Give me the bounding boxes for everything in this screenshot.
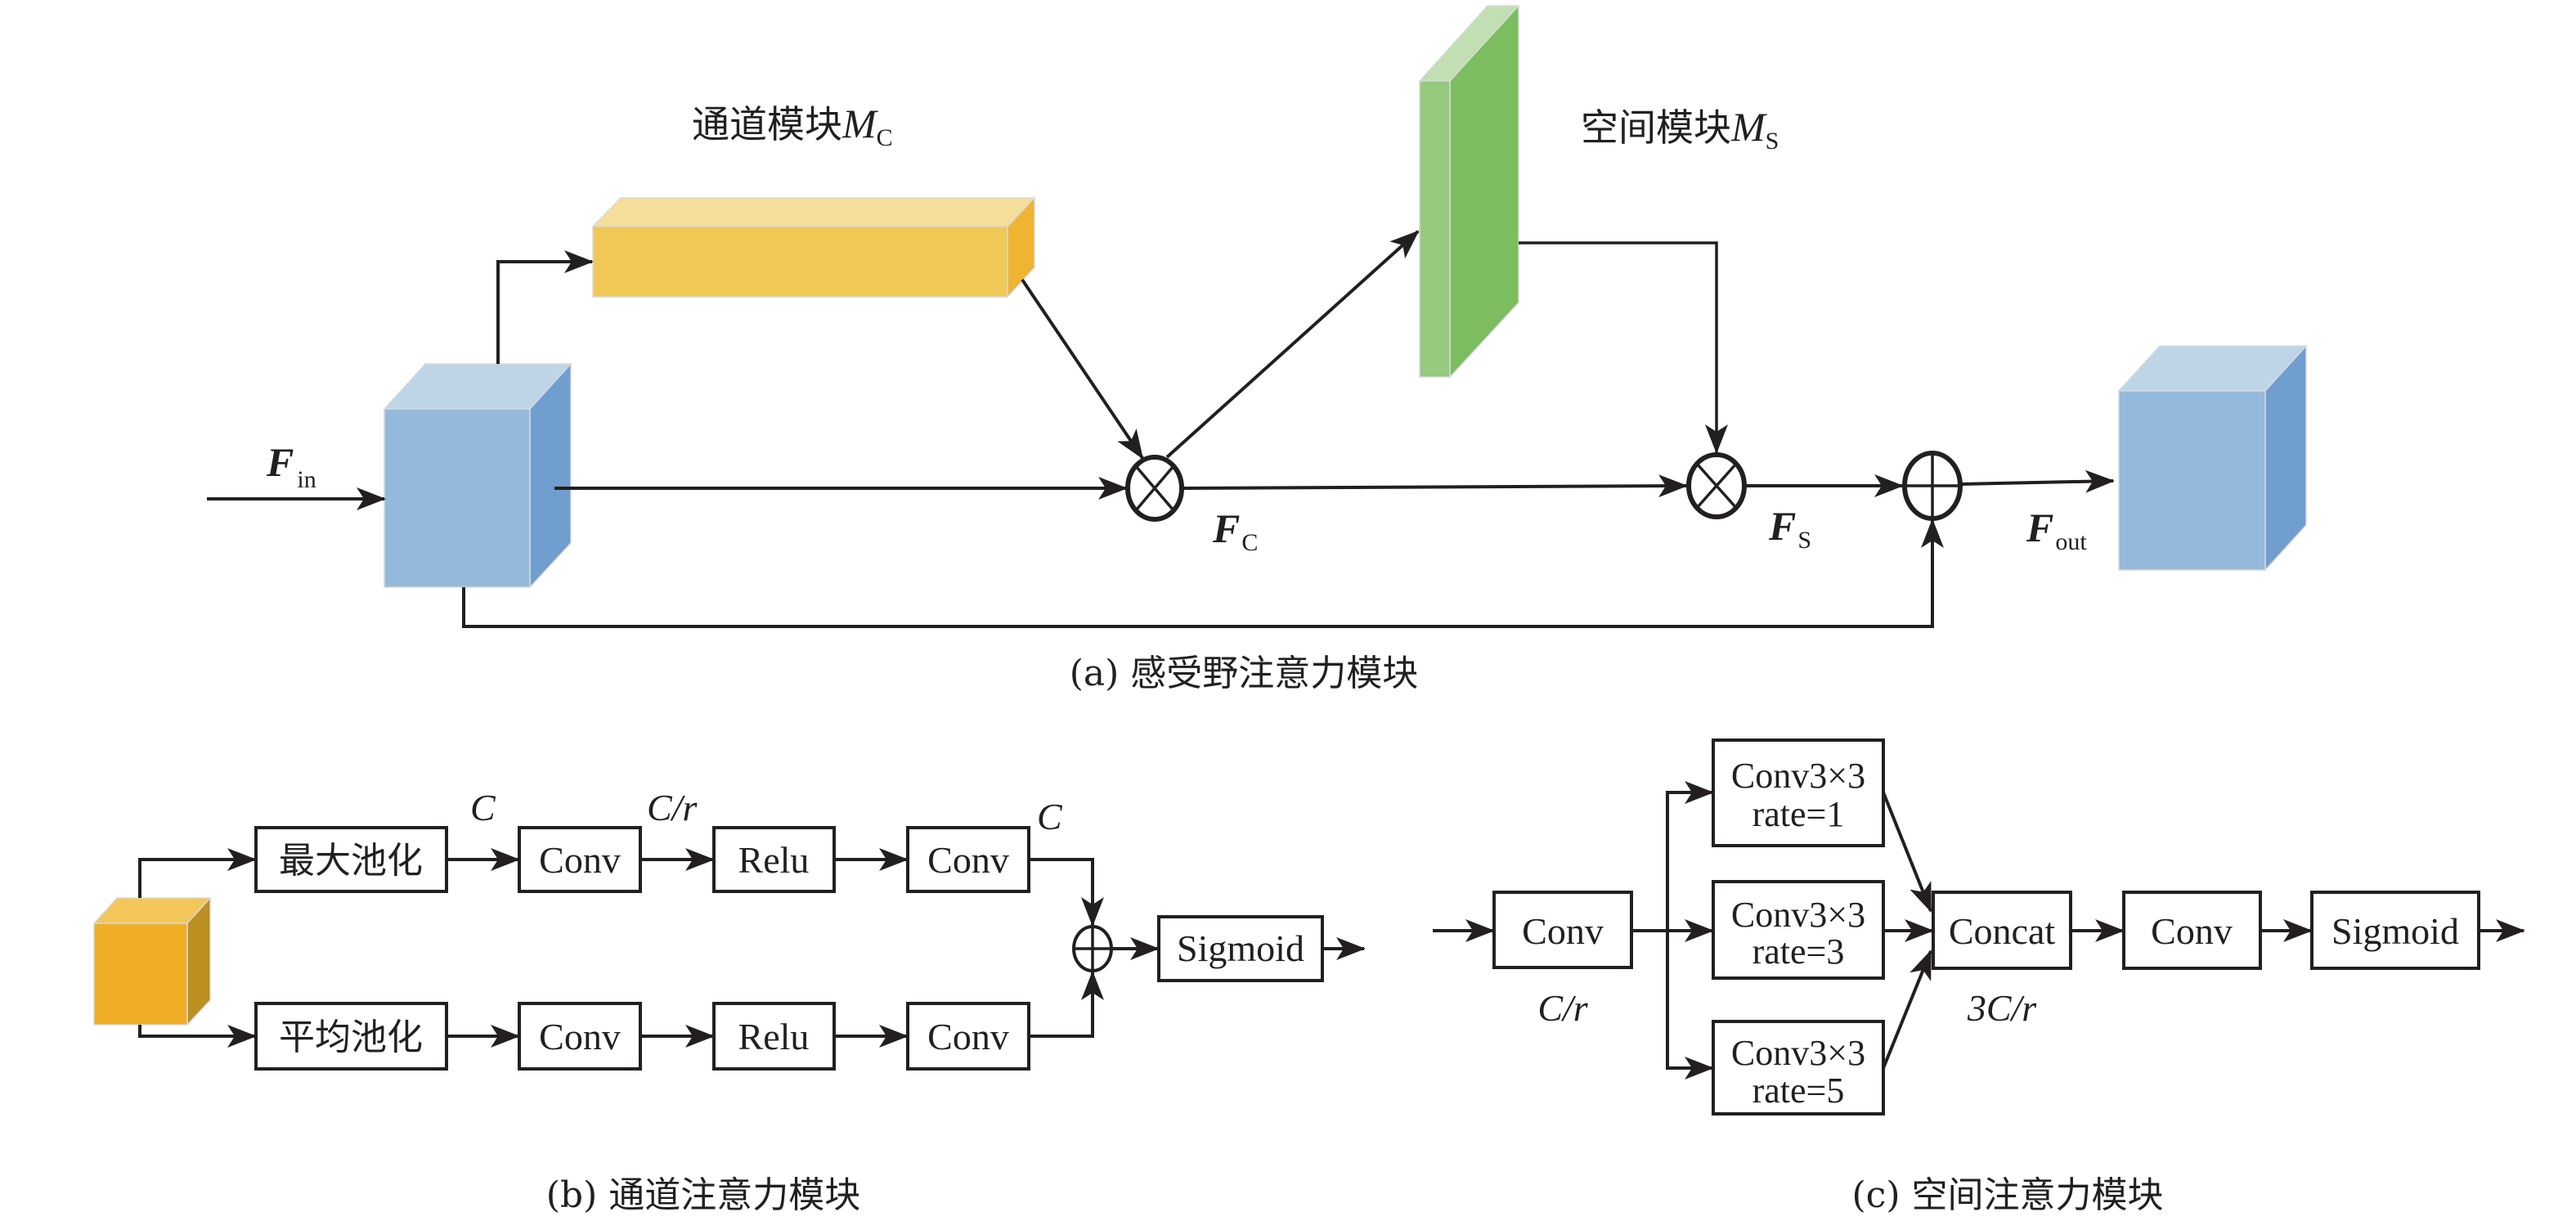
line-fc xyxy=(1183,474,1688,498)
multiply-operator-1 xyxy=(1125,455,1184,522)
relu-box-bottom xyxy=(712,1002,836,1071)
arrow-to-avg-pool xyxy=(138,1025,257,1048)
sigmoid-box xyxy=(2310,891,2480,970)
channel-module-bar xyxy=(591,196,1036,299)
conv-label: Conv xyxy=(539,1016,621,1057)
spatial-module-plate xyxy=(1418,4,1520,379)
conv-box-top-2 xyxy=(906,826,1030,893)
arrow-to-branch-3 xyxy=(1666,931,1714,1080)
arrow-to-max-pool xyxy=(138,848,257,898)
panel-b: 最大池化 Conv Relu Conv 平均池化 Conv Relu Conv … xyxy=(92,787,1366,1216)
dim-c-1: C xyxy=(470,787,496,828)
add-operator xyxy=(1902,451,1963,521)
f-c-label: FC xyxy=(1212,505,1258,556)
concat-box xyxy=(1932,891,2072,970)
spatial-module-label: 空间模块MS xyxy=(1581,104,1779,155)
caption-b: (b) 通道注意力模块 xyxy=(546,1174,860,1216)
add-operator xyxy=(1072,925,1113,972)
bar-front-face xyxy=(592,226,1008,298)
branch-line2: rate=3 xyxy=(1752,931,1845,972)
branch-line2: rate=1 xyxy=(1752,794,1845,834)
conv-box-bottom-2 xyxy=(906,1002,1030,1071)
arrow-channel-to-mult1 xyxy=(1021,278,1144,460)
concat-label: Concat xyxy=(1949,910,2056,952)
plate-front-face xyxy=(1419,80,1451,378)
conv-label: Conv xyxy=(1522,910,1604,952)
line-fout xyxy=(1960,469,2115,493)
input-feature-cube xyxy=(383,362,572,589)
branch-line2: rate=5 xyxy=(1752,1071,1845,1111)
cube-front-face xyxy=(93,922,188,1026)
conv-label: Conv xyxy=(927,839,1009,881)
arrow-spatial-to-mult2 xyxy=(1519,241,1728,454)
residual-loop xyxy=(462,518,1944,628)
panel-c: Conv C/r Conv3×3 rate=1 Conv3×3 rate=3 C… xyxy=(1433,738,2525,1216)
bar-top-face xyxy=(591,197,1036,227)
max-pool-label: 最大池化 xyxy=(279,840,423,882)
branch-line1: Conv3×3 xyxy=(1731,756,1865,796)
relu-label: Relu xyxy=(738,1016,810,1057)
avg-pool-box xyxy=(254,1002,448,1071)
arrow-branch-1-to-concat xyxy=(1882,792,1932,913)
conv-box-top-1 xyxy=(518,826,642,893)
multiply-operator-2 xyxy=(1686,452,1747,519)
arrow-to-channel-module xyxy=(496,250,594,364)
branch-line1: Conv3×3 xyxy=(1731,895,1865,935)
conv-box-input xyxy=(1492,891,1633,969)
relu-label: Relu xyxy=(738,839,810,881)
relu-box-top xyxy=(712,826,836,893)
arrow-branch-3-to-concat xyxy=(1882,949,1932,1069)
f-s-label: FS xyxy=(1768,503,1811,554)
caption-a: (a) 感受野注意力模块 xyxy=(1070,653,1419,694)
f-out-label: Fout xyxy=(2026,505,2087,555)
conv-label: Conv xyxy=(927,1016,1009,1057)
arrow-bottom-to-add xyxy=(1029,971,1104,1038)
dim-3c-over-r: 3C/r xyxy=(1967,987,2037,1029)
conv-label: Conv xyxy=(539,839,621,881)
dim-c-over-r: C/r xyxy=(1537,987,1588,1029)
sigmoid-label: Sigmoid xyxy=(1177,927,1304,969)
channel-module-label: 通道模块MC xyxy=(692,101,893,151)
sigmoid-box xyxy=(1157,915,1324,982)
dim-c-over-r: C/r xyxy=(647,787,698,828)
dim-c-2: C xyxy=(1037,796,1063,837)
dilated-conv-box-rate-3 xyxy=(1712,880,1885,980)
caption-c: (c) 空间注意力模块 xyxy=(1852,1174,2164,1216)
conv-label: Conv xyxy=(2151,910,2233,952)
output-feature-cube xyxy=(2117,344,2308,572)
branch-line1: Conv3×3 xyxy=(1731,1033,1865,1073)
channel-input-cube xyxy=(92,896,212,1026)
conv-box-bottom-1 xyxy=(518,1002,642,1071)
cube-front-face xyxy=(2118,390,2266,571)
sigmoid-label: Sigmoid xyxy=(2331,910,2459,952)
arrow-to-branch-1 xyxy=(1666,781,1714,931)
avg-pool-label: 平均池化 xyxy=(279,1017,423,1058)
arrow-mult1-to-spatial xyxy=(1165,230,1420,459)
arrow-top-to-add xyxy=(1029,858,1104,927)
cube-front-face xyxy=(384,408,531,588)
